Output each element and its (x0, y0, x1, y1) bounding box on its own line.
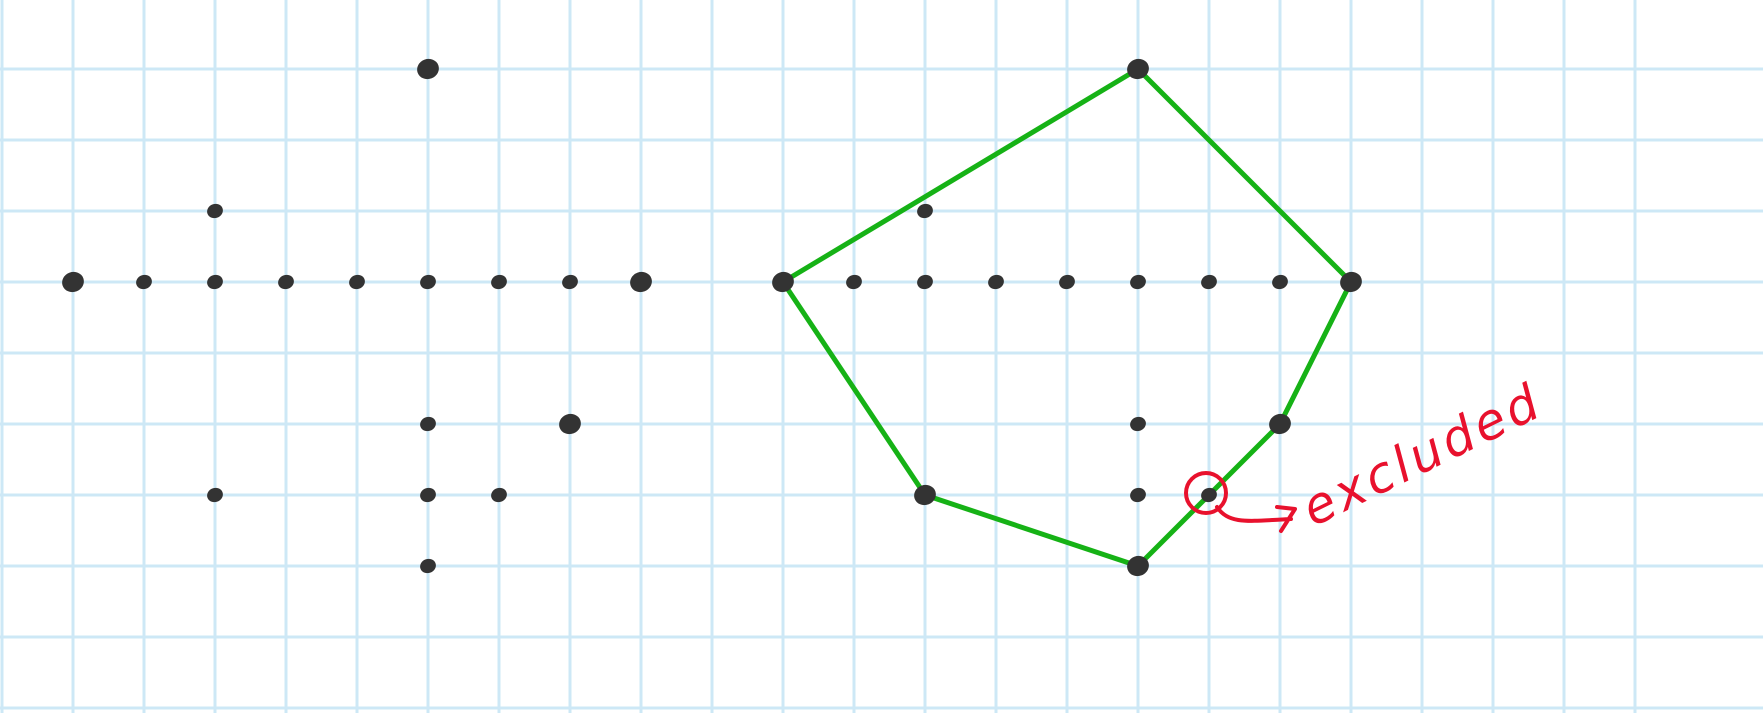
excluded-arrow-icon (1215, 505, 1297, 533)
hull-vertex-point (914, 484, 936, 506)
data-point (1130, 487, 1146, 503)
data-point (62, 271, 84, 293)
input-points (62, 58, 652, 574)
data-point (1130, 416, 1146, 432)
data-point (420, 487, 436, 503)
data-point (278, 274, 294, 290)
data-point (630, 271, 652, 293)
data-point (562, 274, 578, 290)
data-point (491, 274, 507, 290)
excluded-point-circle (1184, 471, 1228, 515)
point-sets (62, 58, 1362, 577)
data-point (1130, 274, 1146, 290)
data-point (491, 487, 507, 503)
data-point (988, 274, 1004, 290)
data-point (1059, 274, 1075, 290)
hull-vertex-point (1340, 271, 1362, 293)
hull-vertex-point (772, 271, 794, 293)
data-point (1201, 274, 1217, 290)
data-point (207, 487, 223, 503)
hull-vertex-point (1127, 58, 1149, 80)
data-point (1272, 274, 1288, 290)
data-point (420, 416, 436, 432)
data-point (207, 203, 223, 219)
data-point (420, 274, 436, 290)
hull-vertex-point (1269, 413, 1291, 435)
data-point (917, 274, 933, 290)
data-point (207, 274, 223, 290)
hull-vertex-point (1127, 555, 1149, 577)
hull-points (772, 58, 1362, 577)
data-point (420, 558, 436, 574)
data-point (1201, 487, 1217, 503)
data-point (559, 413, 581, 435)
data-point (917, 203, 933, 219)
data-point (417, 58, 439, 80)
data-point (349, 274, 365, 290)
data-point (136, 274, 152, 290)
data-point (846, 274, 862, 290)
